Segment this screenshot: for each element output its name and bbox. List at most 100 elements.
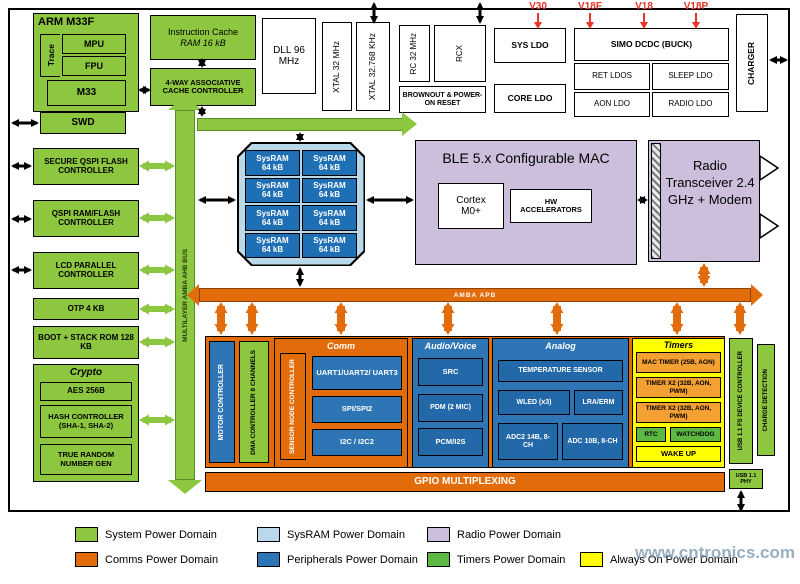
analog-title: Analog	[545, 341, 576, 351]
legend-radio-swatch	[427, 527, 450, 542]
block-sleep-ldo: SLEEP LDO	[652, 63, 729, 90]
block-aon-ldo: AON LDO	[574, 92, 650, 117]
xtal-32khz-label: XTAL 32.768 KHz	[367, 32, 378, 101]
radio-title: Radio Transceiver 2.4 GHz + Modem	[665, 158, 755, 207]
block-timer-x2-b: TIMER X2 (32B, AON, PWM)	[636, 402, 721, 423]
legend-sysram-swatch	[257, 527, 280, 542]
rc-32mhz-label: RC 32 MHz	[409, 32, 419, 75]
block-watchdog: WATCHDOG	[670, 427, 721, 442]
block-core-ldo: CORE LDO	[494, 84, 566, 113]
motor-controller-label: MOTOR CONTROLLER	[218, 363, 226, 441]
apb-arrow-left	[187, 284, 199, 306]
block-cache-controller: 4-WAY ASSOCIATIVE CACHE CONTROLLER	[150, 68, 256, 106]
apb-bus-label: AMBA APB	[453, 291, 497, 299]
block-simo-dcdc: SIMO DCDC (BUCK)	[574, 28, 729, 61]
block-aes: AES 256B	[40, 382, 132, 401]
block-i2c: I2C / I2C2	[312, 429, 402, 456]
block-wled: WLED (x3)	[498, 390, 570, 415]
block-charger: CHARGER	[736, 14, 768, 112]
block-sensor-node-controller: SENSOR NODE CONTROLLER	[280, 353, 306, 460]
block-brownout-por: BROWNOUT & POWER-ON RESET	[399, 86, 486, 113]
crypto-title: Crypto	[69, 367, 103, 378]
legend-timers: Timers Power Domain	[427, 552, 565, 567]
block-pcm: PCM/I2S	[418, 428, 483, 456]
apb-arrow-right	[751, 284, 763, 306]
icache-line1: Instruction Cache	[167, 27, 239, 38]
block-timer-x2-a: TIMER X2 (32B, AON, PWM)	[636, 377, 721, 398]
legend-system-swatch	[75, 527, 98, 542]
block-dll: DLL 96 MHz	[262, 18, 316, 94]
block-radio-ldo: RADIO LDO	[652, 92, 729, 117]
watermark: www.cntronics.com	[635, 543, 795, 562]
block-rcx: RCX	[434, 25, 486, 82]
block-otp: OTP 4 KB	[33, 298, 139, 320]
block-pdm: PDM (2 MIC)	[418, 394, 483, 422]
dma-controller-label: DMA CONTROLLER 8 CHANNELS	[250, 349, 258, 455]
legend-sysram: SysRAM Power Domain	[257, 527, 405, 542]
block-wake-up: WAKE UP	[636, 446, 721, 462]
apb-bus: AMBA APB	[199, 288, 751, 302]
block-ret-ldos: RET LDOS	[574, 63, 650, 90]
block-src: SRC	[418, 358, 483, 386]
block-lra-erm: LRA/ERM	[574, 390, 623, 415]
block-charge-detection: CHARGE DETECTION	[757, 344, 775, 456]
ahb-bus-arrow-down	[168, 480, 202, 494]
block-m33: M33	[47, 80, 126, 106]
legend-always-on-swatch	[580, 552, 603, 567]
ahb-bus-arrow-up	[168, 96, 202, 110]
sensor-node-label: SENSOR NODE CONTROLLER	[289, 359, 297, 454]
rail-v18p: V18P	[683, 1, 709, 12]
block-mpu: MPU	[62, 34, 126, 54]
rail-v18f: V18F	[578, 1, 602, 12]
block-xtal-32mhz: XTAL 32 MHz	[322, 22, 352, 111]
block-swd: SWD	[40, 112, 126, 134]
legend-comms: Comms Power Domain	[75, 552, 218, 567]
comm-section-title: Comm	[326, 341, 355, 351]
block-dma-controller: DMA CONTROLLER 8 CHANNELS	[239, 341, 269, 463]
ahb-branch-bus	[197, 118, 403, 131]
block-rc-32mhz: RC 32 MHz	[399, 25, 430, 82]
legend-always-on: Always On Power Domain	[580, 552, 738, 567]
block-hash: HASH CONTROLLER (SHA-1, SHA-2)	[40, 405, 132, 438]
rail-v30: V30	[529, 1, 547, 12]
icache-line2: RAM 16 kB	[180, 37, 226, 48]
block-boot-stack-rom: BOOT + STACK ROM 128 KB	[33, 326, 139, 359]
block-hw-accelerators: HW ACCELERATORS	[510, 189, 592, 223]
block-lcd-parallel: LCD PARALLEL CONTROLLER	[33, 252, 139, 289]
legend-radio: Radio Power Domain	[427, 527, 561, 542]
block-uart: UART1/UART2/ UART3	[312, 356, 402, 390]
block-secure-qspi: SECURE QSPI FLASH CONTROLLER	[33, 148, 139, 185]
block-instruction-cache: Instruction Cache RAM 16 kB	[150, 15, 256, 60]
ahb-branch-arrowhead	[402, 112, 417, 136]
block-radio-transceiver	[648, 140, 760, 262]
block-cortex-m0: Cortex M0+	[438, 183, 504, 229]
legend-peripherals: Peripherals Power Domain	[257, 552, 418, 567]
block-spi: SPI/SPI2	[312, 396, 402, 423]
legend-comms-swatch	[75, 552, 98, 567]
legend-timers-swatch	[427, 552, 450, 567]
block-temp-sensor: TEMPERATURE SENSOR	[498, 360, 623, 382]
block-motor-controller: MOTOR CONTROLLER	[209, 341, 235, 463]
block-qspi-ram-flash: QSPI RAM/FLASH CONTROLLER	[33, 200, 139, 237]
charger-label: CHARGER	[746, 41, 757, 85]
block-sys-ldo: SYS LDO	[494, 28, 566, 63]
block-adc2: ADC2 14B, 8-CH	[498, 423, 558, 460]
block-fpu: FPU	[62, 56, 126, 76]
ble-mac-title: BLE 5.x Configurable MAC	[442, 150, 610, 166]
rail-v18: V18	[635, 1, 653, 12]
block-adc: ADC 10B, 8-CH	[562, 423, 623, 460]
block-usb-phy: USB 1.1 PHY	[729, 469, 763, 489]
block-trng: TRUE RANDOM NUMBER GEN	[40, 444, 132, 475]
legend-system: System Power Domain	[75, 527, 217, 542]
radio-interface-hatch	[651, 143, 661, 259]
xtal-32mhz-label: XTAL 32 MHz	[331, 40, 342, 93]
